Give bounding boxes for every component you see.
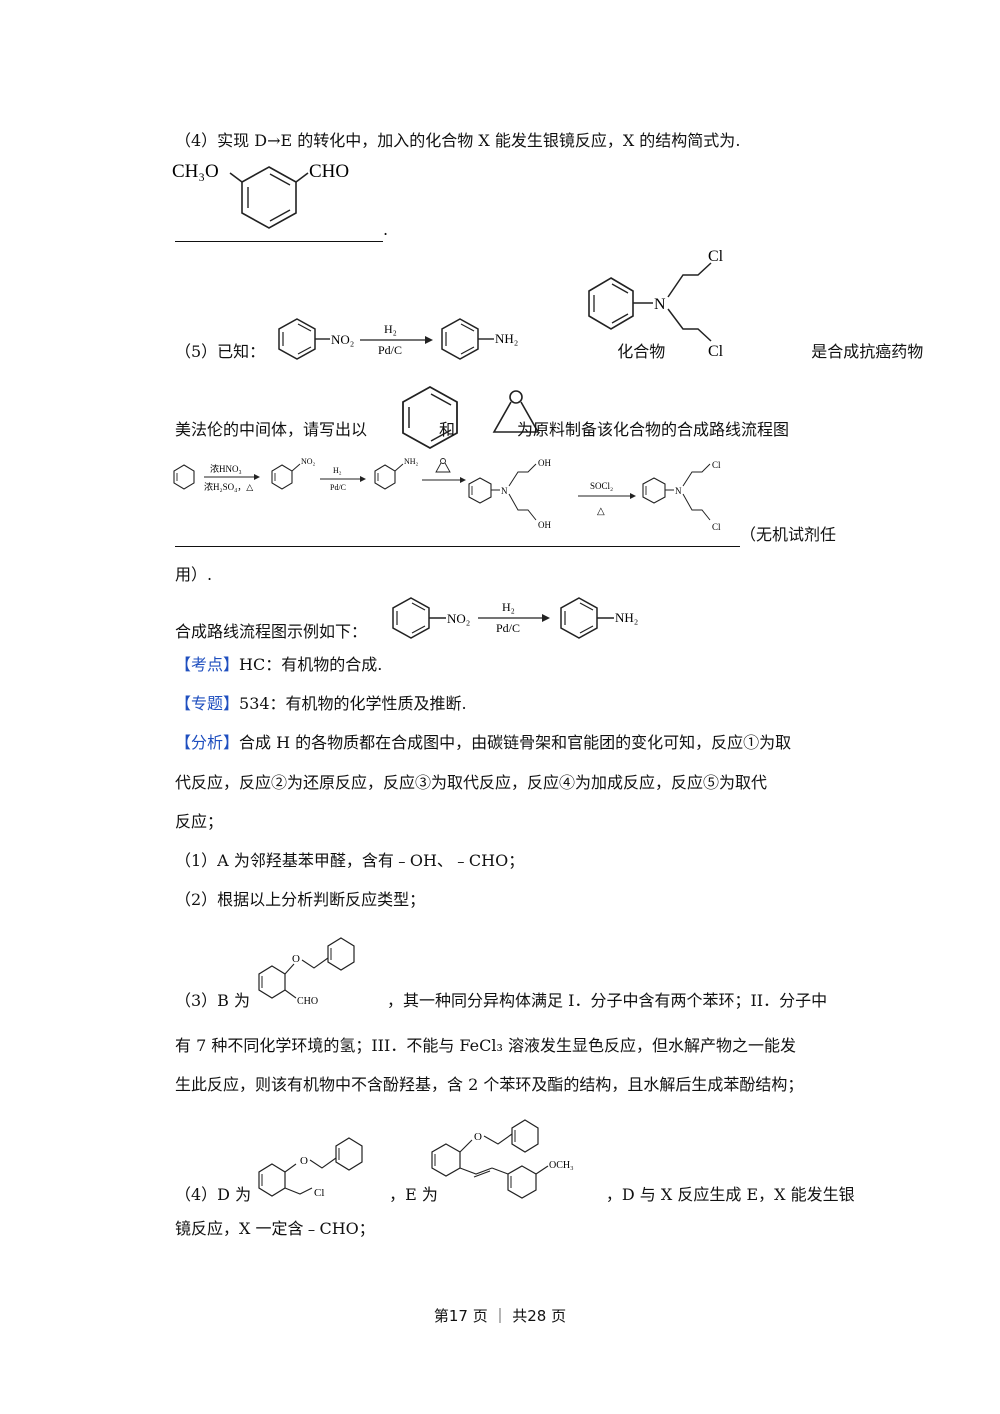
cl-bottom: Cl <box>708 343 724 360</box>
route-oh-top: OH <box>538 458 551 468</box>
route-socl2: SOCl₂ <box>590 481 613 491</box>
route-nitro: NO₂ <box>301 457 316 466</box>
b-cho: CHO <box>297 996 318 1007</box>
d-oxygen: O <box>300 1155 308 1167</box>
ethylene-oxide <box>488 388 544 444</box>
route-cl-top: Cl <box>712 460 721 470</box>
amine-label: NH₂ <box>495 331 518 346</box>
page-footer: 第17 页 ｜ 共28 页 <box>433 1307 567 1325</box>
fenxi-line2: 代反应，反应②为还原反应，反应③为取代反应，反应④为加成反应，反应⑤为取代 <box>175 773 768 792</box>
route-amine: NH₂ <box>404 457 419 466</box>
zhuanti: 【专题】534：有机物的化学性质及推断. <box>175 694 467 713</box>
example-reaction: NO₂ H₂ Pd/C NH₂ <box>384 592 654 646</box>
cl-top: Cl <box>708 248 724 265</box>
ex-nitro: NO₂ <box>447 611 470 626</box>
molecule-e: O OCH₃ <box>424 1118 594 1208</box>
answer-1: （1）A 为邻羟基苯甲醛，含有﹣OH、﹣CHO； <box>175 851 525 870</box>
b-oxygen: O <box>292 953 300 965</box>
q4-answer-line: . <box>175 219 388 242</box>
molecule-b: O CHO <box>252 930 382 1012</box>
route-h2: H₂ <box>333 466 342 475</box>
fenxi-line1: 【分析】合成 H 的各物质都在合成图中，由碳链骨架和官能团的变化可知，反应①为取 <box>175 733 792 752</box>
kaodian: 【考点】HC：有机物的合成. <box>175 655 383 674</box>
q4-molecule: CH₃O CHO <box>172 155 372 235</box>
benzene-raw <box>394 382 466 454</box>
nitrobenzene-reaction: NO₂ H₂ Pd/C NH₂ <box>270 312 530 368</box>
answer-3-line3: 生此反应，则该有机物中不含酚羟基，含 2 个苯环及酯的结构，且水解后生成苯酚结构… <box>175 1075 804 1094</box>
route-n2: N <box>675 486 682 496</box>
route-h2so4: 浓H₂SO₄，△ <box>204 482 253 492</box>
answer-3-line2: 有 7 种不同化学环境的氢；III．不能与 FeCl₃ 溶液发生显色反应，但水解… <box>175 1036 796 1055</box>
q5-route-line: （无机试剂任 <box>175 524 836 547</box>
ex-pdc: Pd/C <box>496 621 520 635</box>
q5-line1: （5）已知：化合物是合成抗癌药物 <box>175 342 924 361</box>
answer-4-line2: 镜反应，X 一定含﹣CHO； <box>175 1219 375 1238</box>
mol-cho: CHO <box>309 161 349 182</box>
nitro-label: NO₂ <box>331 332 354 347</box>
q5-line2: 美法伦的中间体，请写出以和为原料制备该化合物的合成路线流程图 <box>175 420 790 439</box>
answer-3-line1: （3）B 为，其一种同分异构体满足 I．分子中含有两个苯环；II．分子中 <box>175 991 828 1010</box>
route-cl-bottom: Cl <box>712 522 721 532</box>
reagent-h2: H₂ <box>384 322 397 336</box>
synthesis-route: 浓HNO₃ 浓H₂SO₄，△ NO₂ H₂ Pd/C NH₂ N OH OH <box>170 452 740 542</box>
answer-2: （2）根据以上分析判断反应类型； <box>175 890 426 909</box>
d-cl: Cl <box>314 1187 324 1199</box>
mol-ch3o: CH₃O <box>172 161 219 182</box>
fenxi-line3: 反应； <box>175 812 224 831</box>
answer-4-line1: （4）D 为，E 为，D 与 X 反应生成 E，X 能发生银 <box>175 1185 855 1204</box>
q5-line4: 用）. <box>175 565 213 584</box>
route-n1: N <box>501 486 508 496</box>
e-och3: OCH₃ <box>549 1160 574 1171</box>
e-oxygen: O <box>474 1131 482 1143</box>
ex-h2: H₂ <box>502 600 515 614</box>
example-label: 合成路线流程图示例如下： <box>175 622 368 641</box>
target-compound: N Cl Cl <box>578 245 728 360</box>
q4-text: （4）实现 D→E 的转化中，加入的化合物 X 能发生银镜反应，X 的结构简式为… <box>175 131 741 150</box>
ex-amine: NH₂ <box>615 610 638 625</box>
route-pdc: Pd/C <box>330 483 346 492</box>
route-oh-bottom: OH <box>538 520 551 530</box>
molecule-d: O Cl <box>252 1128 382 1208</box>
reagent-pdc: Pd/C <box>378 343 402 357</box>
route-heat: △ <box>597 506 605 517</box>
route-hno3: 浓HNO₃ <box>210 464 242 474</box>
n-label: N <box>654 296 666 313</box>
